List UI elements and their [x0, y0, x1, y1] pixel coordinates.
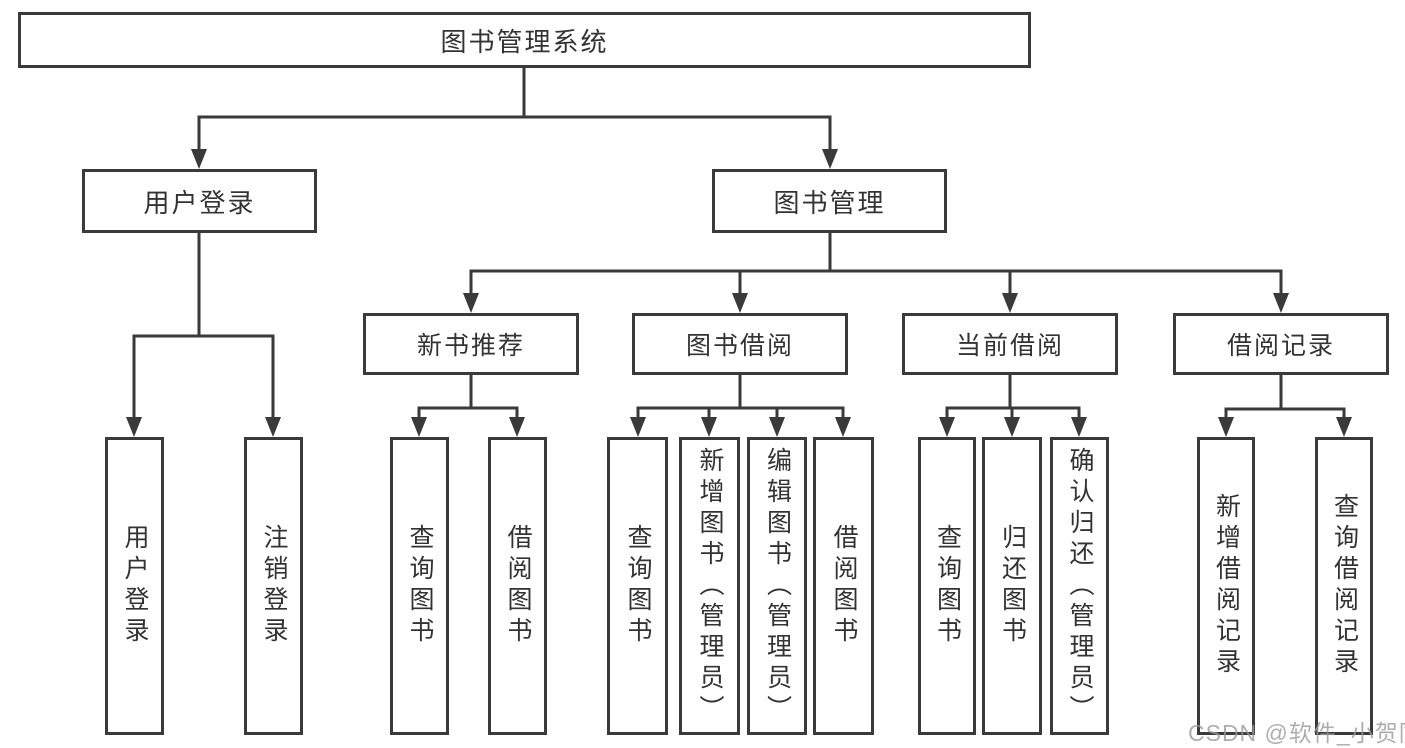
leaf-current-confirm-admin: 确认归还（管理员）	[1050, 437, 1109, 735]
node-book-borrow: 图书借阅	[632, 313, 848, 375]
leaf-user-login: 用户登录	[105, 437, 164, 735]
node-book-borrow-label: 图书借阅	[685, 332, 794, 360]
node-user-login-label: 用户登录	[143, 187, 256, 218]
leaf-records-add: 新增借阅记录	[1197, 437, 1255, 735]
node-new-book-recommend: 新书推荐	[363, 313, 579, 375]
leaf-borrow-borrow: 借阅图书	[813, 437, 874, 735]
leaf-borrow-edit-admin-label: 编辑图书（管理员）	[763, 446, 792, 726]
leaf-borrow-query-label: 查询图书	[624, 524, 652, 648]
leaf-current-return-label: 归还图书	[998, 524, 1027, 648]
node-current-borrow: 当前借阅	[902, 313, 1118, 375]
connector-current-to-children	[939, 375, 1087, 437]
leaf-records-query: 查询借阅记录	[1315, 437, 1373, 735]
node-book-management: 图书管理	[712, 169, 947, 233]
leaf-new-books-query-label: 查询图书	[406, 524, 434, 648]
leaf-records-query-label: 查询借阅记录	[1330, 493, 1359, 679]
leaf-current-query-label: 查询图书	[933, 524, 962, 648]
node-root-label: 图书管理系统	[440, 26, 609, 57]
leaf-current-return: 归还图书	[982, 437, 1042, 735]
leaf-new-books-borrow: 借阅图书	[488, 437, 547, 735]
connector-records-to-children	[1218, 375, 1352, 437]
node-borrow-records: 借阅记录	[1173, 313, 1389, 375]
leaf-logout: 注销登录	[244, 437, 303, 735]
leaf-borrow-add-admin: 新增图书（管理员）	[679, 437, 740, 735]
connector-book-mgmt-to-level3	[463, 233, 1289, 313]
connector-root-to-level2	[191, 68, 838, 169]
node-book-management-label: 图书管理	[773, 187, 886, 218]
node-root: 图书管理系统	[18, 12, 1031, 68]
connector-new-books-to-children	[411, 375, 525, 437]
leaf-current-confirm-admin-label: 确认归还（管理员）	[1066, 446, 1094, 726]
leaf-borrow-borrow-label: 借阅图书	[830, 524, 858, 648]
node-user-login: 用户登录	[82, 169, 317, 233]
leaf-new-books-borrow-label: 借阅图书	[504, 524, 532, 648]
node-new-book-recommend-label: 新书推荐	[416, 332, 525, 360]
connector-borrow-to-children	[630, 375, 851, 437]
node-current-borrow-label: 当前借阅	[955, 332, 1064, 360]
csdn-watermark: CSDN @软件_小贺同学	[1188, 720, 1405, 746]
leaf-borrow-edit-admin: 编辑图书（管理员）	[747, 437, 807, 735]
leaf-logout-label: 注销登录	[260, 524, 288, 648]
leaf-user-login-label: 用户登录	[121, 524, 149, 648]
leaf-borrow-query: 查询图书	[607, 437, 668, 735]
node-borrow-records-label: 借阅记录	[1226, 332, 1335, 360]
connector-user-login-to-children	[126, 233, 281, 437]
leaf-current-query: 查询图书	[918, 437, 976, 735]
leaf-borrow-add-admin-label: 新增图书（管理员）	[696, 446, 724, 726]
leaf-new-books-query: 查询图书	[390, 437, 449, 735]
leaf-records-add-label: 新增借阅记录	[1212, 493, 1241, 679]
